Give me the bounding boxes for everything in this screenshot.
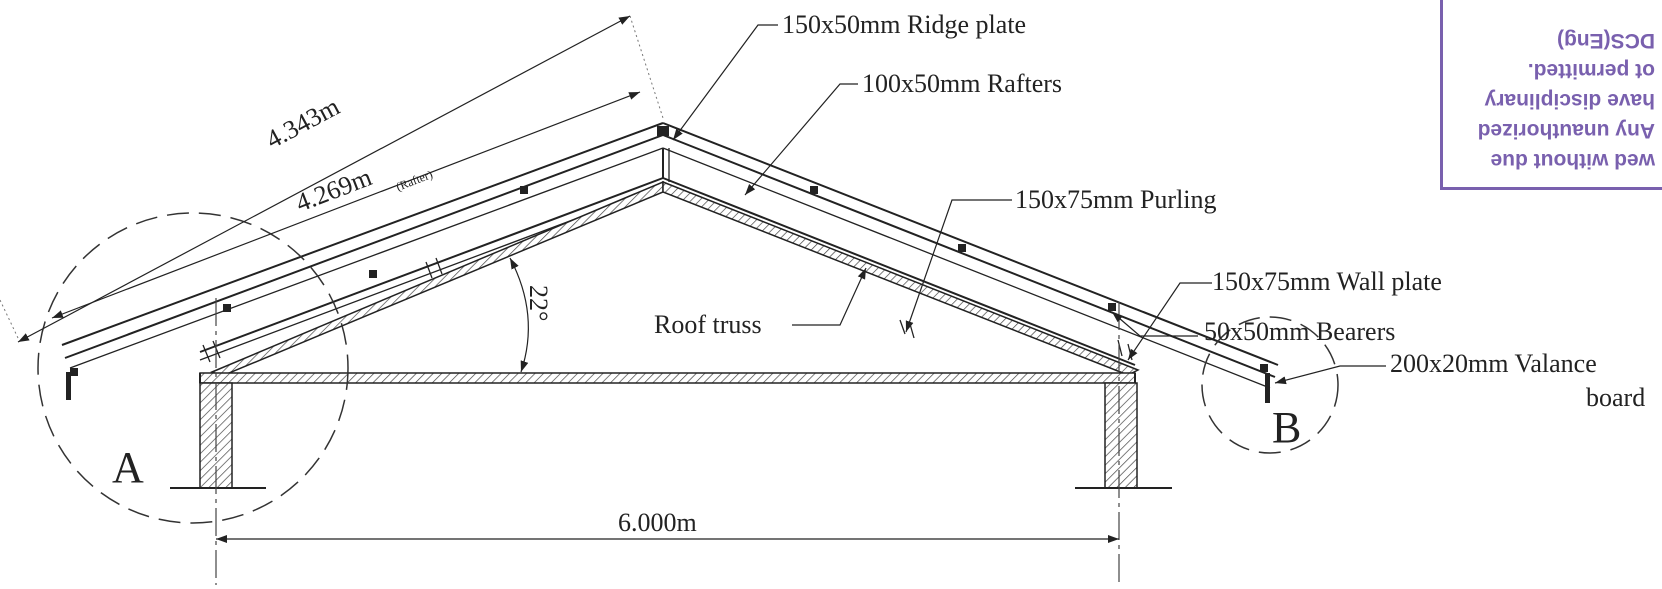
rafter-note: (Rafter) xyxy=(394,167,434,194)
span-length: 6.000m xyxy=(618,508,697,537)
right-wall xyxy=(1104,382,1138,489)
label-valance-1: 200x20mm Valance xyxy=(1390,349,1597,378)
leader-wall-plate xyxy=(1127,282,1212,361)
detail-label-a: A xyxy=(112,443,144,492)
label-purling: 150x75mm Purling xyxy=(1015,185,1217,214)
leader-rafters xyxy=(744,83,858,196)
tie-beam xyxy=(199,372,1136,384)
right-roof-slope xyxy=(662,122,1279,389)
detail-circle-b xyxy=(1201,316,1339,454)
slope-dimension-rafter xyxy=(51,91,641,319)
label-rafters: 100x50mm Rafters xyxy=(862,69,1062,98)
pitch-angle: 22° xyxy=(524,285,553,321)
label-ridge-plate: 150x50mm Ridge plate xyxy=(782,10,1026,39)
label-valance-2: board xyxy=(1586,383,1645,412)
detail-circle-a xyxy=(37,212,349,524)
leader-valance xyxy=(1274,365,1386,385)
label-bearers: 50x50mm Bearers xyxy=(1204,317,1395,346)
detail-label-b: B xyxy=(1272,403,1301,452)
left-roof-slope xyxy=(61,122,664,369)
valance-boards xyxy=(66,364,1270,403)
leader-roof-truss xyxy=(792,267,867,326)
pitch-angle-arc xyxy=(509,257,529,373)
leader-bearers xyxy=(1111,311,1198,337)
label-roof-truss: Roof truss xyxy=(654,310,762,339)
leader-purling xyxy=(905,199,1012,333)
leader-ridge-plate xyxy=(672,24,778,141)
label-wall-plate: 150x75mm Wall plate xyxy=(1212,267,1442,296)
overall-slope-length: 4.343m xyxy=(261,92,344,155)
ridge-plate xyxy=(657,126,670,182)
